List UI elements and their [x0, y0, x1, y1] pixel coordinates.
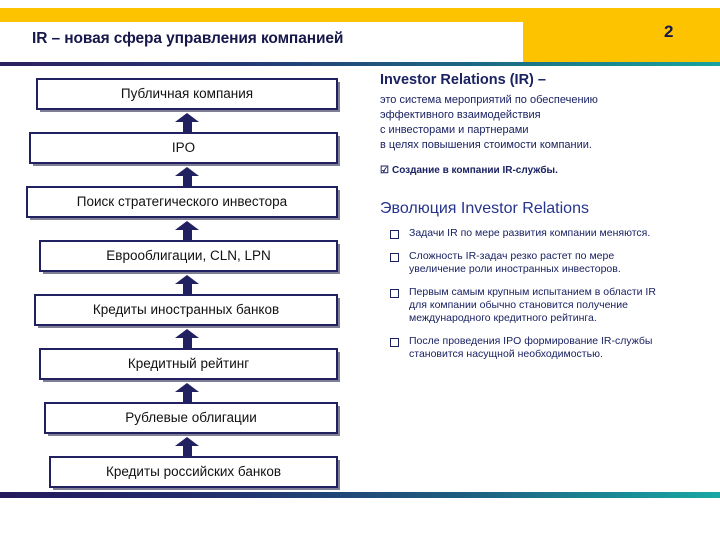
empty-checkbox-icon — [390, 288, 399, 298]
flow-box-label: IPO — [171, 140, 196, 156]
header-title-plate — [0, 22, 523, 62]
checked-checkbox-icon: ☑ — [380, 165, 389, 177]
flow-box-label: Кредиты российских банков — [105, 464, 282, 480]
arrow-up-icon — [175, 275, 199, 295]
page-title: IR – новая сфера управления компанией — [32, 30, 344, 47]
content-text-column: Investor Relations (IR) – это система ме… — [380, 72, 700, 371]
flow-box-credit-rating[interactable]: Кредитный рейтинг — [39, 348, 338, 380]
flow-box-eurobonds-cln-lpn[interactable]: Еврооблигации, CLN, LPN — [39, 240, 338, 272]
ir-evolution-flow-diagram: Публичная компания IPO Поиск стратегичес… — [0, 66, 355, 488]
evolution-bullet-list: Задачи IR по мере развития компании меня… — [380, 227, 700, 361]
ir-definition-line: эффективного взаимодействия — [380, 109, 541, 122]
arrow-up-icon — [175, 113, 199, 133]
list-item: Сложность IR-задач резко растет по мере … — [380, 250, 700, 276]
list-item: После проведения IPO формирование IR-слу… — [380, 335, 700, 361]
ir-definition-heading: Investor Relations (IR) – — [380, 72, 546, 88]
slide-page-number: 2 — [664, 22, 674, 41]
footer-divider-rule — [0, 492, 720, 498]
list-item: Задачи IR по мере развития компании меня… — [380, 227, 700, 240]
list-item-label: Сложность IR-задач резко растет по мере … — [409, 249, 621, 275]
list-item: Первым самым крупным испытанием в област… — [380, 286, 700, 325]
arrow-up-icon — [175, 329, 199, 349]
flow-box-russian-bank-loans[interactable]: Кредиты российских банков — [49, 456, 338, 488]
flow-box-label: Кредиты иностранных банков — [92, 302, 280, 318]
flow-box-label: Публичная компания — [120, 86, 254, 102]
flow-box-label: Еврооблигации, CLN, LPN — [106, 248, 271, 264]
header-divider-rule — [0, 62, 720, 66]
flow-box-ruble-bonds[interactable]: Рублевые облигации — [44, 402, 338, 434]
flow-box-label: Кредитный рейтинг — [127, 356, 250, 372]
list-item-label: Первым самым крупным испытанием в област… — [409, 285, 656, 324]
ir-definition-line: это система мероприятий по обеспечению — [380, 94, 598, 107]
arrow-up-icon — [175, 167, 199, 187]
ir-definition-line: в целях повышения стоимости компании. — [380, 139, 592, 152]
empty-checkbox-icon — [390, 229, 399, 239]
flow-box-ipo[interactable]: IPO — [29, 132, 338, 164]
ir-definition-line: с инвесторами и партнерами — [380, 124, 529, 137]
flow-box-strategic-investor-search[interactable]: Поиск стратегического инвестора — [26, 186, 338, 218]
list-item-label: Задачи IR по мере развития компании меня… — [409, 226, 651, 239]
arrow-up-icon — [175, 437, 199, 457]
slide-footer: THOMSON ✳ TM interfax — [0, 498, 720, 540]
empty-checkbox-icon — [390, 252, 399, 262]
ir-service-label: Создание в компании IR-службы. — [391, 165, 558, 177]
list-item-label: После проведения IPO формирование IR-слу… — [409, 334, 653, 360]
flow-box-public-company[interactable]: Публичная компания — [36, 78, 338, 110]
arrow-up-icon — [175, 383, 199, 403]
empty-checkbox-icon — [390, 337, 399, 347]
flow-box-label: Поиск стратегического инвестора — [76, 194, 288, 210]
flow-box-foreign-bank-loans[interactable]: Кредиты иностранных банков — [34, 294, 338, 326]
evolution-section-heading: Эволюция Investor Relations — [380, 200, 589, 218]
ir-service-item: ☑ Создание в компании IR-службы. — [380, 165, 700, 177]
flow-box-label: Рублевые облигации — [125, 410, 257, 426]
arrow-up-icon — [175, 221, 199, 241]
